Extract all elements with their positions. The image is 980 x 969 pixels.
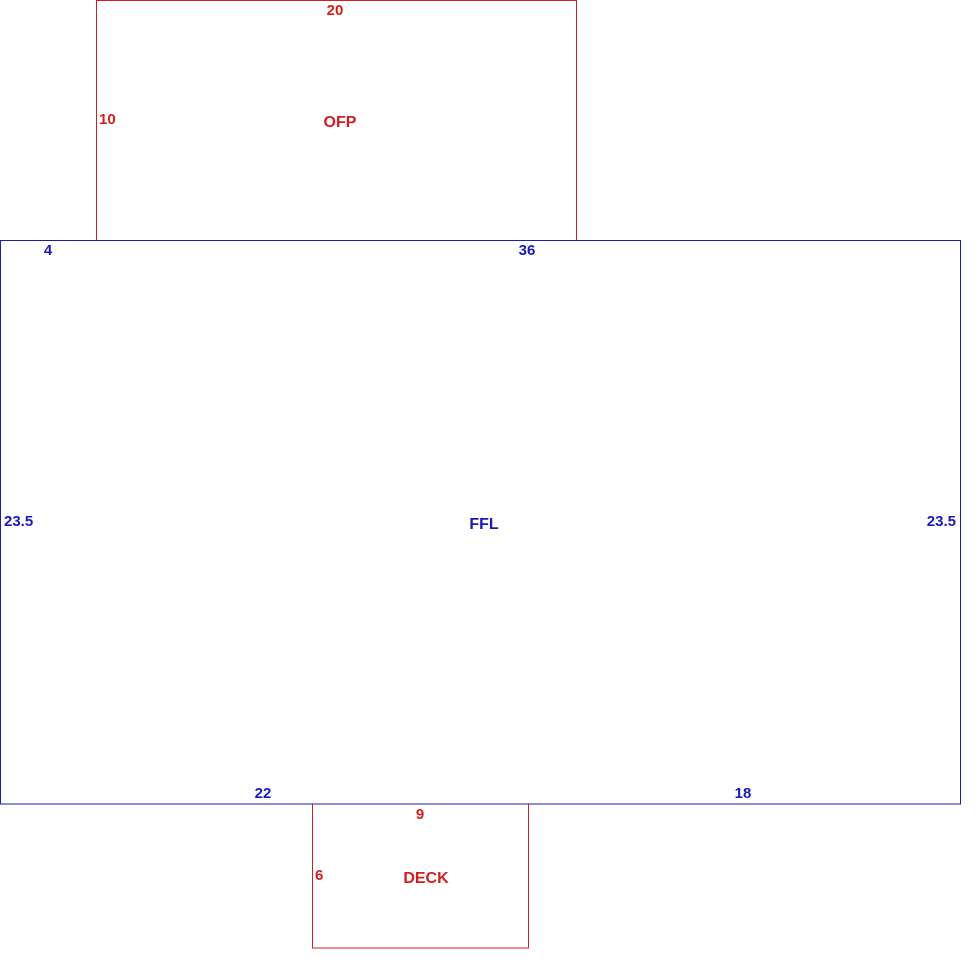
ffl-left-dimension: 23.5 [4,513,33,530]
deck-label: DECK [403,870,449,887]
ffl-area: 4 36 23.5 23.5 FFL 22 18 [0,240,961,805]
ofp-top-dimension: 20 [327,2,344,19]
ffl-bottom-left-dimension: 22 [255,785,272,802]
ofp-area: 20 10 OFP [96,0,577,241]
ffl-bottom-right-dimension: 18 [735,785,752,802]
deck-area: 9 6 DECK [312,803,529,949]
ffl-top-left-dimension: 4 [44,242,53,259]
deck-top-dimension: 9 [416,806,424,823]
ffl-right-dimension: 23.5 [927,513,956,530]
ffl-top-right-dimension: 36 [519,242,536,259]
ofp-side-dimension: 10 [99,111,116,128]
ffl-outline [0,240,961,805]
deck-side-dimension: 6 [315,867,323,884]
ofp-label: OFP [324,114,357,131]
ffl-label: FFL [469,516,499,533]
